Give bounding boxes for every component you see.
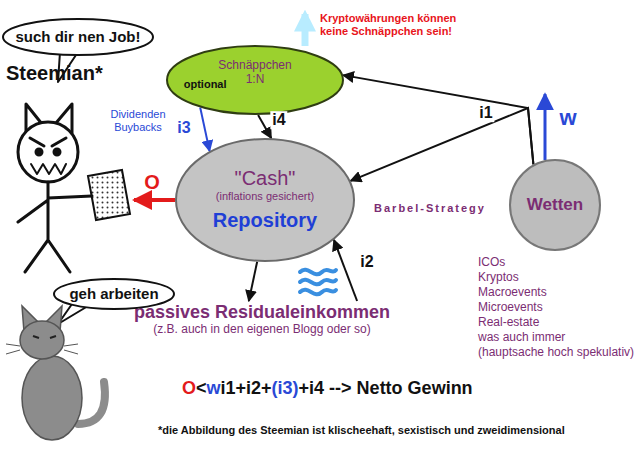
bargain-ellipse: Schnäppchen 1:Noptional bbox=[166, 45, 344, 115]
outline-shape bbox=[510, 160, 600, 250]
laptop bbox=[88, 170, 130, 220]
outline-shape bbox=[3, 19, 153, 55]
edge-label: i2 bbox=[358, 253, 375, 271]
outline-shape bbox=[167, 46, 343, 114]
node-text: Schnäppchen 1:N bbox=[215, 59, 295, 87]
formula-term: i1+i2+ bbox=[221, 378, 272, 398]
win-label: w bbox=[559, 105, 576, 130]
cat bbox=[6, 306, 105, 440]
list-item: (hauptsache hoch spekulativ) bbox=[478, 346, 634, 360]
flow-arrow bbox=[200, 108, 209, 152]
node-text: (z.B. auch in den eigenen Blogg oder so) bbox=[134, 323, 390, 337]
formula-term: < bbox=[196, 378, 207, 398]
flow-arrow bbox=[258, 115, 271, 138]
formula: O<wi1+i2+(i3)+i4 --> Netto Gewinn bbox=[182, 378, 473, 399]
stick-figure bbox=[18, 104, 92, 272]
flow-arrow bbox=[343, 75, 533, 164]
node-text: (inflations gesichert) bbox=[216, 190, 314, 203]
node-text: optional bbox=[184, 78, 227, 91]
speech-bubble: geh arbeiten bbox=[53, 278, 175, 310]
formula-term: w bbox=[207, 378, 221, 398]
list-item: ICOs bbox=[478, 256, 505, 270]
flow-arrow bbox=[334, 240, 357, 301]
node-text: geh arbeiten bbox=[69, 285, 158, 302]
win-arrow bbox=[544, 94, 547, 160]
flow-note: Dividenden Buybacks bbox=[105, 108, 171, 133]
node-text: "Cash" bbox=[235, 166, 296, 189]
node-text: Repository bbox=[213, 208, 317, 231]
edge-label: i1 bbox=[477, 104, 494, 122]
list-item: Macroevents bbox=[478, 286, 547, 300]
figure-name: Steemian* bbox=[6, 62, 103, 85]
warning-note: Kryptowährungen können keine Schnäppchen… bbox=[320, 12, 472, 37]
upward-arrow bbox=[302, 14, 309, 46]
list-item: was auch immer bbox=[478, 331, 565, 345]
node-text: passives Residualeinkommen bbox=[134, 302, 390, 323]
flow-arrow bbox=[249, 262, 257, 301]
outflow-arrow bbox=[134, 198, 175, 202]
flow-arrow bbox=[351, 108, 534, 181]
node-text: Wetten bbox=[527, 195, 583, 215]
list-item: Kryptos bbox=[478, 271, 519, 285]
list-item: Microevents bbox=[478, 301, 543, 315]
edge-label: Barbel-Strategy bbox=[372, 202, 488, 214]
formula-term: O bbox=[182, 378, 196, 398]
outflow-label: O bbox=[144, 171, 160, 194]
steem-logo bbox=[300, 270, 336, 295]
outline-shape bbox=[54, 279, 174, 309]
formula-term: (i3) bbox=[272, 378, 299, 398]
footnote: *die Abbildung des Steemian ist klischee… bbox=[158, 424, 565, 437]
bets-circle: Wetten bbox=[509, 159, 601, 251]
edge-label: i3 bbox=[175, 119, 192, 137]
income-block: passives Residualeinkommen(z.B. auch in … bbox=[130, 301, 394, 337]
formula-term: +i4 --> Netto Gewinn bbox=[299, 378, 473, 398]
speech-bubble: such dir nen Job! bbox=[2, 18, 154, 56]
list-item: Real-estate bbox=[478, 316, 539, 330]
node-text: such dir nen Job! bbox=[15, 28, 140, 45]
outline-shape bbox=[176, 139, 354, 261]
edge-label: i4 bbox=[270, 111, 287, 129]
cash-ellipse: "Cash"(inflations gesichert) Repository bbox=[175, 138, 355, 262]
